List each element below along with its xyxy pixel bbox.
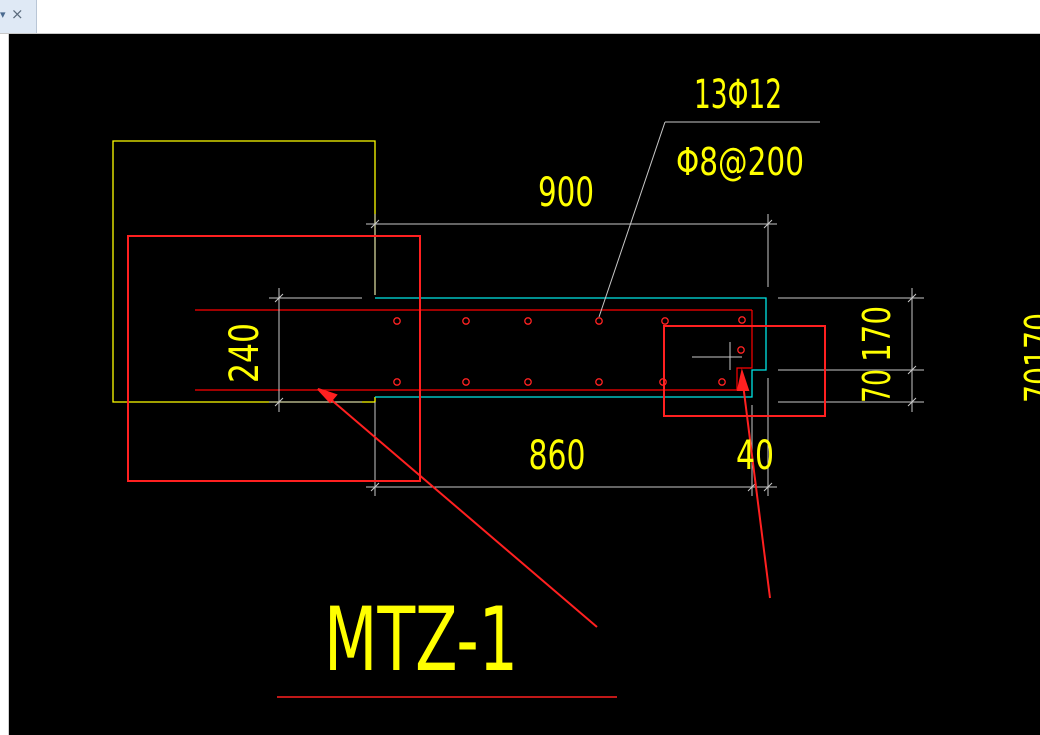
rebar-bar <box>393 378 401 386</box>
rebar-bar <box>737 346 745 354</box>
column-outline <box>375 297 767 398</box>
arrow-left-shaft <box>327 396 598 628</box>
dimension-bottom-width: 860 <box>529 433 586 479</box>
dimension-right-70: 70 <box>855 369 899 403</box>
dimension-top-width: 900 <box>538 170 594 216</box>
rebar-bar <box>462 317 470 325</box>
arrow-right-shaft <box>742 383 771 599</box>
dimension-right-cut-label: 70170 <box>1017 313 1040 403</box>
tab-dropdown-icon[interactable]: ▾ <box>0 8 6 21</box>
left-side-panel <box>0 34 9 735</box>
document-tab-bar: ▾ × <box>0 0 1040 34</box>
rebar-bar <box>393 317 401 325</box>
rebar-bar <box>462 378 470 386</box>
annotation-arrows <box>317 368 771 628</box>
dimension-right-170: 170 <box>855 306 899 362</box>
rebar-bar <box>595 317 603 325</box>
rebar-bar <box>661 317 669 325</box>
rebar-bar <box>718 378 726 386</box>
rebar-stirrup-label: Φ8@200 <box>676 140 804 184</box>
highlight-box-right <box>663 325 826 417</box>
highlight-box-left <box>127 235 421 482</box>
drawing-tab[interactable]: ▾ × <box>0 0 37 33</box>
rebar-end-hook <box>736 310 753 390</box>
arrow-left-head <box>317 388 338 404</box>
drawing-canvas[interactable]: 13Φ12 Φ8@200 900 860 40 240 170 70 70170… <box>9 34 1040 735</box>
wall-outline <box>112 140 376 403</box>
rebar-bar <box>738 316 746 324</box>
drawing-title: MTZ-1 <box>324 588 518 691</box>
rebar-main-label: 13Φ12 <box>694 72 782 118</box>
dimension-bottom-cover: 40 <box>736 433 774 479</box>
rebar-bar <box>595 378 603 386</box>
rebar-bar <box>524 317 532 325</box>
dimension-lines <box>269 121 924 496</box>
rebar-bars <box>393 316 746 386</box>
rebar-bar <box>524 378 532 386</box>
arrow-right-head <box>736 368 750 391</box>
tab-close-icon[interactable]: × <box>11 5 24 23</box>
dimension-left-height: 240 <box>222 323 268 383</box>
cad-drawing: 13Φ12 Φ8@200 900 860 40 240 170 70 70170… <box>112 72 1040 698</box>
